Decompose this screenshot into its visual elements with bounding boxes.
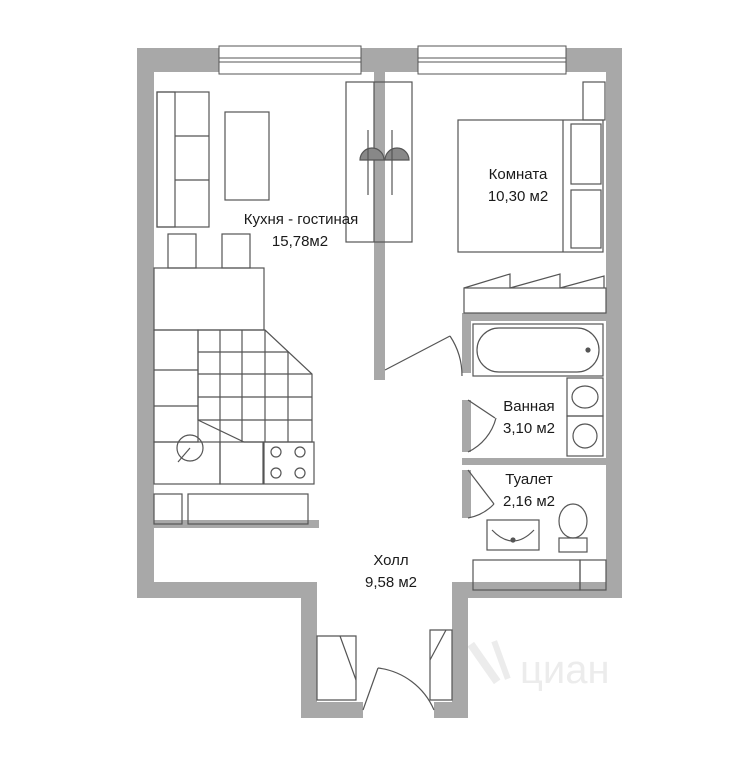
hall-name: Холл: [373, 552, 408, 569]
coffee-table: [224, 111, 270, 201]
lower-cabinet: [153, 493, 183, 525]
chair-icon: [384, 130, 410, 195]
bedroom-area: 10,30 м2: [488, 188, 548, 205]
door-bedroom: [384, 335, 463, 377]
desk: [345, 81, 413, 243]
room-labels: Кухня - гостиная 15,78м2 Комната 10,30 м…: [244, 166, 555, 591]
washbasin-icon: [566, 377, 604, 417]
entrance-door: [362, 667, 435, 711]
entry-cabinet: [316, 635, 357, 701]
stove-icon: [263, 441, 315, 485]
toilet-area: 2,16 м2: [503, 493, 555, 510]
kitchen-name: Кухня - гостиная: [244, 211, 358, 228]
door-toilet: [467, 469, 495, 519]
bathroom-name: Ванная: [503, 398, 554, 415]
nightstand: [570, 123, 602, 185]
door-bathroom: [467, 399, 497, 453]
bathroom-area: 3,10 м2: [503, 420, 555, 437]
kitchen-area: 15,78м2: [272, 233, 328, 250]
dining-table: [153, 267, 265, 331]
sofa: [156, 91, 210, 228]
hall-area: 9,58 м2: [365, 574, 417, 591]
cian-logo-icon: [467, 640, 511, 685]
bathtub-icon: [472, 323, 604, 377]
entry-cabinet: [429, 629, 453, 701]
bedroom-furniture: [457, 81, 607, 314]
nightstand: [570, 189, 602, 249]
watermark-text: циан: [520, 648, 610, 692]
bathroom-fixtures: [472, 323, 604, 457]
sink-icon: [176, 434, 204, 463]
chair: [221, 233, 251, 269]
toilet-fixtures: [472, 503, 607, 591]
chair-icon: [359, 130, 385, 195]
closet: [463, 273, 607, 314]
window-left: [218, 45, 362, 75]
washbasin-icon: [486, 519, 540, 551]
washing-machine-icon: [566, 415, 604, 457]
watermark: циан: [467, 640, 610, 692]
interior-walls: [154, 72, 606, 528]
doors: [316, 335, 497, 711]
lower-cabinet: [187, 493, 309, 525]
bedroom-name: Комната: [489, 166, 548, 183]
chair: [167, 233, 197, 269]
counter: [153, 329, 199, 443]
shelf: [579, 559, 607, 591]
kitchen-furniture: [153, 91, 315, 525]
toilet-icon: [558, 503, 588, 553]
wardrobe: [582, 81, 606, 121]
bed: [457, 119, 604, 253]
cabinet: [219, 441, 264, 485]
tiled-area: [197, 329, 313, 443]
toilet-name: Туалет: [505, 471, 553, 488]
window-right: [417, 45, 567, 75]
cabinet: [153, 441, 221, 485]
